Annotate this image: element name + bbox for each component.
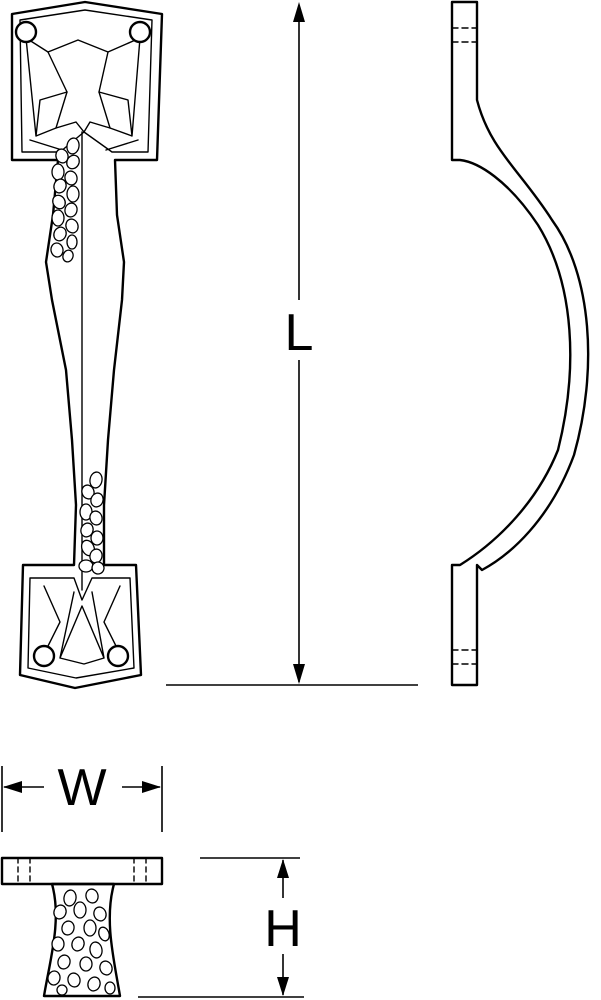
width-arrow-left <box>3 781 22 793</box>
mounting-hole-top-left <box>14 20 38 44</box>
grip-stone <box>66 154 80 170</box>
width-arrow-right <box>142 781 161 793</box>
mounting-hole-bottom-left <box>32 644 56 668</box>
grip-stone <box>64 202 78 218</box>
grip-stone <box>65 218 79 234</box>
width-label: W <box>57 759 106 817</box>
length-label-gap <box>284 300 316 360</box>
end-view-grip-profile <box>42 882 122 998</box>
upper-plate-left-facets <box>25 37 68 151</box>
grip-stone <box>67 972 81 988</box>
grip-stone <box>79 956 93 972</box>
grip-stone <box>78 559 94 573</box>
end-view-hidden-holes <box>17 857 147 885</box>
grip-stone <box>66 137 80 155</box>
grip-stone <box>51 936 65 952</box>
grip-stone <box>71 936 85 952</box>
grip-stone <box>90 492 104 508</box>
grip-stone <box>89 941 103 959</box>
mounting-hole-top-right <box>128 20 152 44</box>
grip-stone <box>55 148 69 164</box>
grip-texture-upper <box>50 137 80 263</box>
grip-stone <box>52 194 66 210</box>
grip-stone <box>89 510 103 526</box>
front-view <box>10 0 164 690</box>
grip-stone <box>51 163 65 181</box>
grip-stone <box>91 561 105 575</box>
upper-plate-inner-frame <box>19 9 153 153</box>
grip-stone <box>80 522 94 538</box>
grip-stone <box>57 954 71 970</box>
grip-stone <box>87 976 101 992</box>
upper-plate-ornament <box>47 39 111 133</box>
length-dimension: L <box>166 2 418 686</box>
grip-stone <box>98 926 110 942</box>
end-view <box>0 856 164 998</box>
grip-texture-lower <box>78 471 105 575</box>
height-label: H <box>264 900 302 958</box>
length-arrow-top <box>293 2 305 22</box>
width-dimension: W <box>1 759 163 832</box>
grip-stone <box>85 888 99 904</box>
mounting-hole-bottom-right <box>106 644 130 668</box>
grip-stone <box>73 901 87 919</box>
grip-stone <box>50 242 64 258</box>
front-view-outline <box>10 0 164 690</box>
grip-stone <box>53 226 67 242</box>
grip-stone <box>93 906 107 922</box>
grip-stone <box>90 530 104 546</box>
height-arrow-top <box>277 859 289 878</box>
lower-plate-inner-frame <box>27 577 135 679</box>
grip-stone <box>89 471 103 489</box>
grip-stone <box>51 209 65 227</box>
grip-stone <box>64 170 78 186</box>
length-label: L <box>285 304 314 362</box>
grip-stone <box>81 484 95 500</box>
length-arrow-bottom <box>293 664 305 684</box>
grip-stone <box>61 920 75 936</box>
grip-stone <box>53 178 67 194</box>
side-view-outline <box>450 0 590 687</box>
height-arrow-bottom <box>277 977 289 996</box>
height-dimension: H <box>138 857 304 998</box>
grip-stone <box>63 889 77 907</box>
grip-stone <box>47 970 61 986</box>
grip-stone <box>62 249 74 263</box>
grip-stone <box>56 984 68 996</box>
grip-stone <box>53 904 67 920</box>
grip-stone <box>66 185 80 203</box>
side-view-hidden-screw-bottom <box>451 649 478 665</box>
grip-stone <box>104 981 116 995</box>
end-view-base-plate <box>0 856 164 886</box>
end-view-grip-texture <box>47 888 116 996</box>
grip-stone <box>66 234 78 250</box>
lower-plate-ornament <box>43 585 121 665</box>
side-view-hidden-screw-top <box>451 27 478 43</box>
side-view <box>450 0 590 687</box>
grip-stone <box>99 960 113 976</box>
upper-plate-right-facets <box>98 37 141 151</box>
grip-stone <box>83 919 97 937</box>
